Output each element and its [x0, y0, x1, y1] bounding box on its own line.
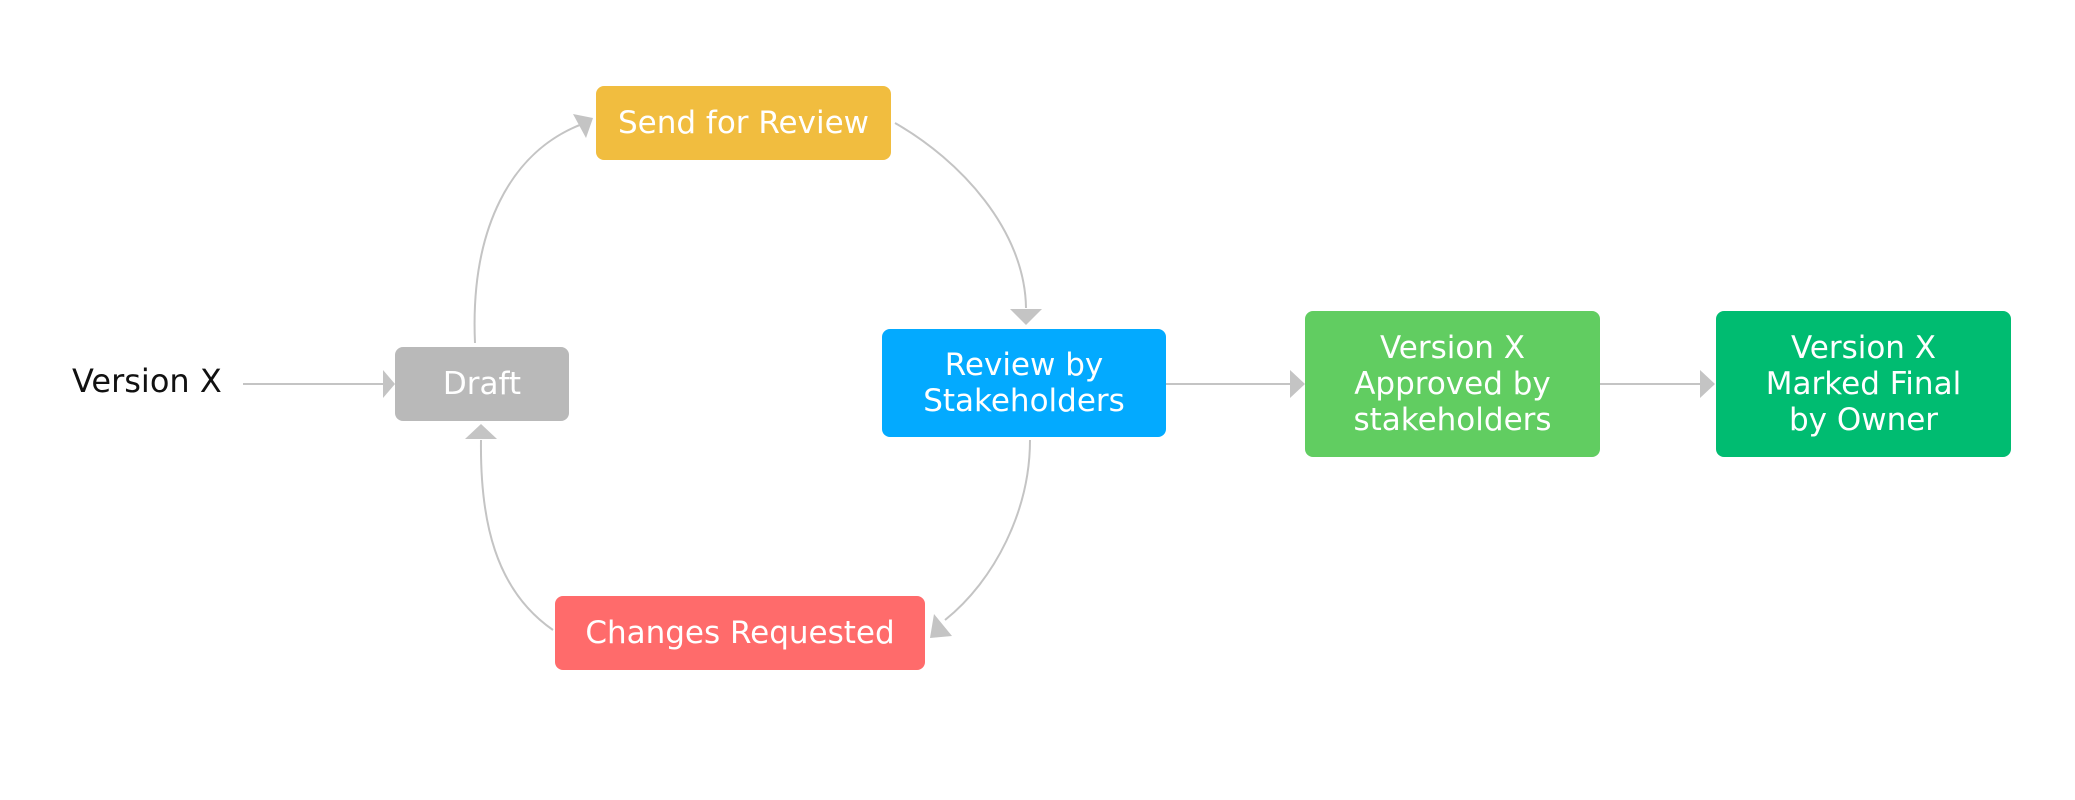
node-version-approved: Version X Approved by stakeholders: [1305, 311, 1600, 457]
edge-changes-to-draft: [479, 439, 554, 631]
node-review-by-stakeholders: Review by Stakeholders: [882, 329, 1166, 437]
node-review-label: Review by Stakeholders: [923, 347, 1125, 419]
node-changes-label: Changes Requested: [585, 615, 895, 651]
arrowhead-draft-to-send: [573, 114, 593, 138]
node-approved-label: Version X Approved by stakeholders: [1353, 330, 1552, 438]
edge-send-to-review: [894, 122, 1027, 309]
node-draft-label: Draft: [442, 366, 522, 402]
start-label: Version X: [72, 362, 222, 400]
node-send-for-review-label: Send for Review: [617, 105, 869, 141]
arrowhead-send-to-review: [1010, 309, 1042, 325]
arrowhead-approved-to-final: [1700, 370, 1715, 398]
node-changes-requested: Changes Requested: [555, 596, 925, 670]
edge-draft-to-send: [473, 122, 586, 344]
arrowhead-review-to-approved: [1290, 370, 1305, 398]
node-send-for-review: Send for Review: [596, 86, 891, 160]
node-final-label: Version X Marked Final by Owner: [1765, 330, 1962, 438]
node-version-marked-final: Version X Marked Final by Owner: [1716, 311, 2011, 457]
node-draft: Draft: [395, 347, 569, 421]
arrowhead-start-to-draft: [383, 370, 395, 398]
arrowhead-review-to-changes: [930, 614, 952, 638]
edge-review-to-changes: [944, 439, 1031, 621]
arrowhead-changes-to-draft: [465, 424, 497, 439]
